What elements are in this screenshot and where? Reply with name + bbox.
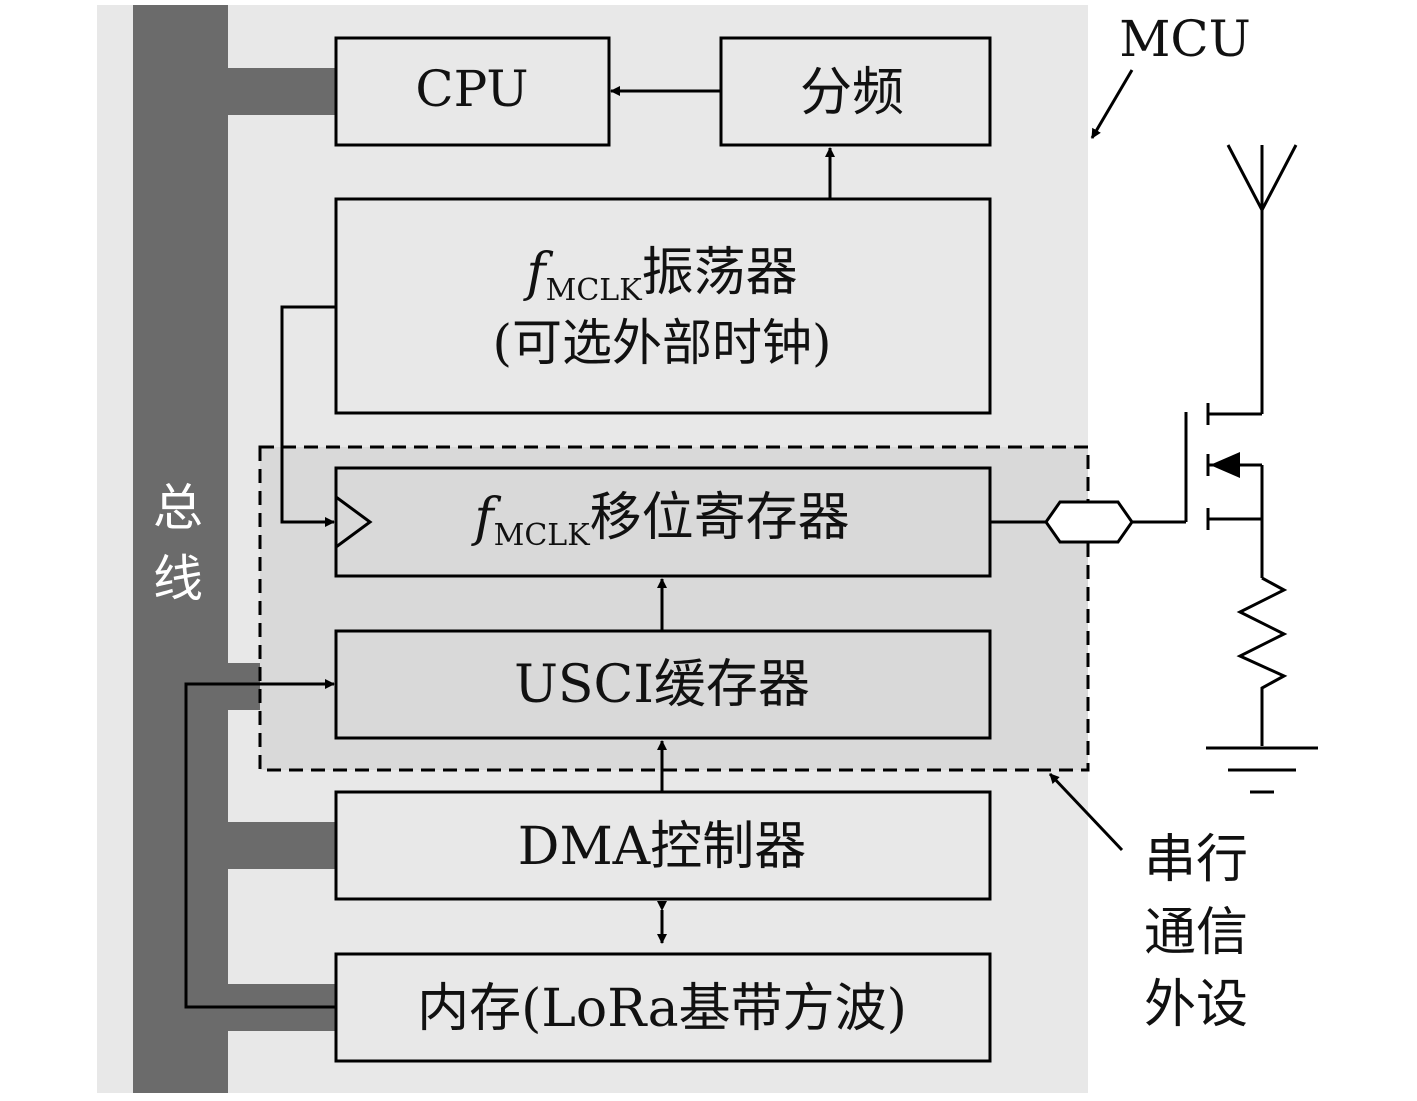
mcu-label: MCU — [1119, 10, 1251, 68]
usci-buffer-label: USCI缓存器 — [514, 655, 810, 715]
divider-block: 分频 — [719, 36, 992, 147]
serial-peripheral-pointer-arrow — [1048, 772, 1124, 852]
cpu-label: CPU — [415, 60, 528, 118]
oscillator-block: fMCLK振荡器 (可选外部时钟) — [334, 197, 992, 415]
shift-register-name: 移位寄存器 — [590, 488, 850, 548]
oscillator-name: 振荡器 — [642, 243, 798, 303]
memory-block: 内存(LoRa基带方波) — [334, 952, 992, 1063]
bus-branch-cpu — [228, 68, 336, 115]
arrow-memory-to-usci — [184, 679, 336, 1009]
serial-peripheral-label-line-3: 外设 — [1144, 975, 1248, 1035]
bus-bar — [133, 5, 228, 1093]
shift-register-title: fMCLK移位寄存器 — [470, 488, 849, 553]
mcu-pointer-arrow — [1090, 69, 1134, 139]
shift-register-sub: MCLK — [494, 518, 591, 553]
dma-block: DMA控制器 — [334, 790, 992, 901]
io-pin-hexagon — [1044, 500, 1134, 544]
divider-label: 分频 — [800, 63, 904, 123]
dma-label: DMA控制器 — [518, 817, 807, 877]
serial-peripheral-label-line-1: 串行 — [1144, 830, 1248, 890]
cpu-block: CPU — [334, 36, 611, 147]
oscillator-sub: MCLK — [546, 273, 643, 308]
arrow-clock-to-shift-register — [280, 305, 336, 527]
bus-branch-dma — [228, 822, 336, 869]
bus-label-char-1: 总 — [153, 479, 203, 537]
antenna-icon — [1226, 144, 1298, 214]
oscillator-title: fMCLK振荡器 — [522, 243, 797, 308]
usci-buffer-block: USCI缓存器 — [334, 629, 992, 740]
oscillator-note: (可选外部时钟) — [492, 314, 831, 372]
memory-label: 内存(LoRa基带方波) — [417, 979, 907, 1039]
shift-register-block: fMCLK移位寄存器 — [334, 466, 992, 578]
ground-icon — [1206, 746, 1318, 794]
resistor-icon — [1236, 576, 1288, 746]
mosfet-symbol — [1184, 205, 1264, 578]
serial-peripheral-label-line-2: 通信 — [1144, 903, 1248, 963]
bus-label-char-2: 线 — [153, 550, 203, 608]
